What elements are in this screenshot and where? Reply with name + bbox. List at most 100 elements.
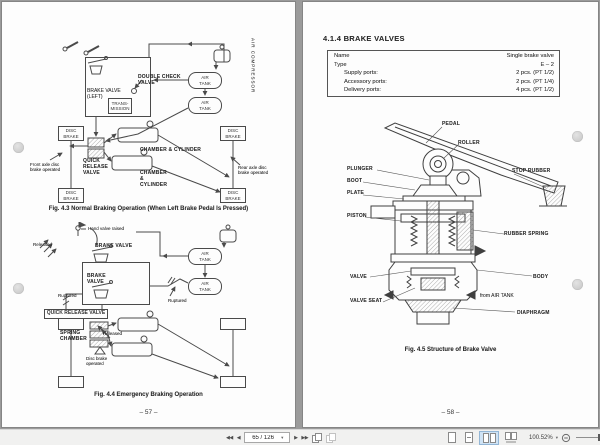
air-compressor-label: AIR COMPRESSOR	[250, 38, 256, 94]
continuous-view-icon[interactable]	[462, 430, 476, 445]
diaphragm-label: DIAPHRAGM	[517, 310, 550, 316]
zoom-slider-track[interactable]	[576, 437, 600, 438]
disc-brake-label: DISC BRAKE	[225, 128, 241, 139]
previous-view-icon[interactable]	[312, 432, 323, 443]
row-label: Name	[334, 53, 350, 59]
view-controls: 100.52% ▾	[445, 430, 600, 445]
table-row: Accessory ports: 2 pcs. (PT 1/4)	[328, 79, 559, 88]
air-tank-label: AIR TANK	[199, 75, 211, 86]
chamber-cylinder-label: CHAMBER & CYLINDER	[140, 170, 168, 188]
air-tank-label: AIR TANK	[199, 100, 211, 111]
spec-table: Name Single brake valve Type E – 2 Suppl…	[327, 50, 560, 97]
disc-brake-box: DISC BRAKE	[58, 126, 84, 141]
zoom-slider-handle[interactable]	[598, 434, 600, 441]
brake-valve-label: BRAKE VALVE	[95, 243, 133, 249]
air-tank-box: AIR TANK	[188, 72, 222, 89]
disc-brake-box: DISC BRAKE	[220, 126, 246, 141]
wheel-box	[58, 376, 84, 388]
disc-brake-box: DISC BRAKE	[58, 188, 84, 203]
table-row: Type E – 2	[328, 62, 559, 71]
roller-label: ROLLER	[458, 140, 480, 146]
transmission-box: TRANS- MISSION	[108, 98, 132, 114]
disc-brake-box: DISC BRAKE	[220, 188, 246, 203]
transmission-label: TRANS- MISSION	[110, 100, 130, 111]
single-page-view-icon[interactable]	[445, 430, 459, 445]
punch-hole	[572, 131, 583, 142]
facing-view-icon[interactable]	[479, 430, 500, 445]
table-row: Supply ports: 2 pcs. (PT 1/2)	[328, 70, 559, 79]
fig-4-3-caption: Fig. 4.3 Normal Braking Operation (When …	[48, 206, 249, 212]
punch-hole	[572, 279, 583, 290]
brake-valve-housing-box	[85, 57, 151, 117]
disc-brake-label: DISC BRAKE	[225, 190, 241, 201]
brake-valve-label: BRAKE VALVE	[87, 273, 106, 285]
page-dropdown-caret-icon[interactable]: ▾	[281, 434, 284, 440]
hand-valve-raised-label: Hand valve raised	[88, 226, 125, 231]
air-tank-box: AIR TANK	[188, 248, 222, 265]
last-page-button[interactable]: ▶▶	[301, 434, 309, 441]
stop-rubber-label: STOP RUBBER	[512, 168, 551, 174]
chamber-cylinder-label: CHAMBER & CYLINDER	[140, 147, 202, 153]
zoom-out-icon[interactable]	[561, 433, 571, 443]
plunger-label: PLUNGER	[347, 166, 373, 172]
disc-brake-operated-label: Disc brake operated	[86, 356, 108, 367]
zoom-level[interactable]: 100.52%	[529, 434, 553, 441]
pedal-label: PEDAL	[442, 121, 460, 127]
wheel-box	[220, 318, 246, 330]
row-label: Type	[334, 61, 347, 68]
ruptured-label: Ruptured	[58, 293, 77, 298]
row-value: E – 2	[540, 61, 554, 68]
row-value: 2 pcs. (PT 1/4)	[516, 78, 554, 85]
body-label: BODY	[533, 274, 549, 280]
continuous-facing-view-icon[interactable]	[502, 430, 520, 445]
punch-hole	[13, 142, 24, 153]
disc-brake-label: DISC BRAKE	[63, 128, 79, 139]
next-view-icon[interactable]	[326, 432, 337, 443]
boot-label: BOOT	[347, 178, 363, 184]
row-label: Delivery ports:	[344, 87, 382, 94]
rear-axle-note: Rear axle disc brake operated	[238, 165, 269, 176]
fig-4-5-caption: Fig. 4.5 Structure of Brake Valve	[404, 347, 497, 353]
piston-label: PISTON	[347, 213, 367, 219]
wheel-box	[58, 318, 84, 330]
page-navigation: ◀◀ ◀ ▾ ▶ ▶▶	[226, 430, 337, 445]
page-number-58: – 58 –	[441, 409, 460, 416]
viewer-toolbar: ◀◀ ◀ ▾ ▶ ▶▶ 100.52% ▾	[0, 429, 600, 445]
plate-label: PLATE	[347, 190, 365, 196]
page-number-57: – 57 –	[139, 409, 158, 416]
air-tank-box: AIR TANK	[188, 278, 222, 295]
previous-page-button[interactable]: ◀	[236, 434, 241, 441]
air-tank-label: AIR TANK	[199, 281, 211, 292]
table-row: Delivery ports: 4 pcs. (PT 1/2)	[328, 87, 559, 96]
brake-valve-housing-box	[82, 262, 150, 305]
rubber-spring-label: RUBBER SPRING	[504, 231, 549, 237]
zoom-slider[interactable]	[576, 432, 600, 443]
from-air-tank-label: from AIR TANK	[480, 293, 514, 299]
document-page-58: 4.1.4 BRAKE VALVES Name Single brake val…	[302, 1, 599, 428]
disc-brake-label: DISC BRAKE	[63, 190, 79, 201]
zoom-dropdown-caret-icon[interactable]: ▾	[555, 434, 558, 440]
released-label: Released	[33, 242, 53, 247]
row-label: Accessory ports:	[344, 78, 387, 85]
fig-4-4-caption: Fig. 4.4 Emergency Braking Operation	[94, 392, 203, 398]
released-label: Released	[103, 331, 123, 336]
first-page-button[interactable]: ◀◀	[226, 434, 233, 441]
ruptured-label: Ruptured	[168, 298, 187, 303]
spring-chamber-label: SPRING CHAMBER	[60, 330, 87, 342]
page-number-field[interactable]: ▾	[244, 432, 291, 443]
fig-4-3-diagram	[49, 41, 241, 193]
air-tank-label: AIR TANK	[199, 251, 211, 262]
row-value: 2 pcs. (PT 1/2)	[516, 70, 554, 77]
row-label: Supply ports:	[344, 70, 378, 77]
front-axle-note: Front axle disc brake operated	[30, 162, 61, 173]
valve-seat-label: VALVE SEAT	[350, 298, 383, 304]
next-page-button[interactable]: ▶	[294, 434, 298, 441]
row-value: Single brake valve	[506, 53, 554, 59]
air-tank-box: AIR TANK	[188, 97, 222, 114]
document-page-57: BRAKE VALVE (LEFT) TRANS- MISSION DOUBLE…	[1, 1, 296, 428]
wheel-box	[220, 376, 246, 388]
page-number-input[interactable]	[245, 433, 282, 442]
fig-4-5-diagram	[362, 122, 567, 325]
row-value: 4 pcs. (PT 1/2)	[516, 87, 554, 94]
table-row: Name Single brake valve	[328, 53, 559, 62]
